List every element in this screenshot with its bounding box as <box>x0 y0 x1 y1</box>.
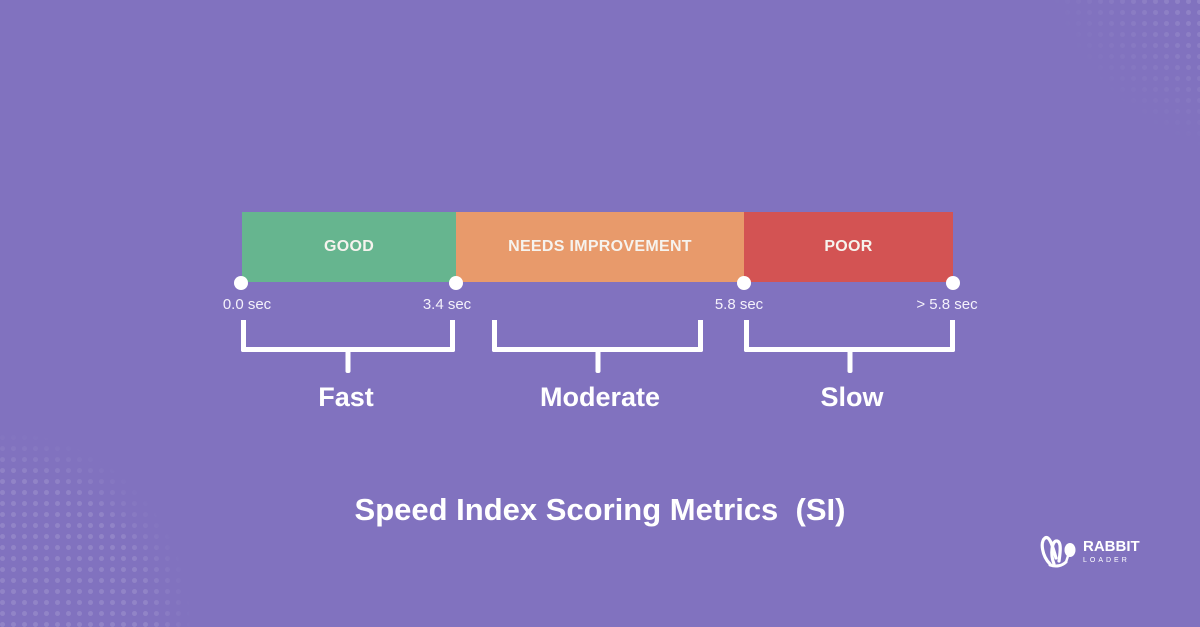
segment-good: GOOD <box>242 212 456 282</box>
marker-dot-3 <box>946 276 960 290</box>
segment-needs-improvement-label: NEEDS IMPROVEMENT <box>508 238 692 255</box>
marker-dot-1 <box>449 276 463 290</box>
marker-dot-2 <box>737 276 751 290</box>
bracket-slow <box>744 320 955 373</box>
logo-name: RABBIT <box>1083 537 1140 555</box>
segment-poor-label: POOR <box>824 238 873 255</box>
speed-label-slow: Slow <box>820 382 884 412</box>
segment-needs-improvement: NEEDS IMPROVEMENT <box>456 212 744 282</box>
tick-label-1: 3.4 sec <box>422 296 472 313</box>
bracket-slow-stem <box>847 347 852 373</box>
tick-label-0: 0.0 sec <box>222 296 272 313</box>
bracket-fast <box>241 320 455 373</box>
segment-poor: POOR <box>744 212 953 282</box>
bracket-fast-stem <box>345 347 351 373</box>
segment-good-label: GOOD <box>323 238 375 255</box>
speed-label-moderate: Moderate <box>539 382 661 412</box>
rabbit-ears-icon <box>1040 535 1076 568</box>
marker-dot-0 <box>234 276 248 290</box>
decorative-dot-pattern-bottom-left <box>0 432 190 627</box>
bracket-moderate <box>492 320 703 373</box>
speed-label-fast: Fast <box>318 382 374 412</box>
tick-label-2: 5.8 sec <box>714 296 764 313</box>
decorative-dot-pattern-top-right <box>1040 0 1200 160</box>
logo-subname: LOADER <box>1083 556 1130 564</box>
rabbit-loader-logo: RABBIT LOADER <box>1040 534 1140 568</box>
chart-title: Speed Index Scoring Metrics (SI) <box>354 492 846 527</box>
tick-label-3: > 5.8 sec <box>916 296 978 313</box>
bracket-moderate-stem <box>595 347 600 373</box>
